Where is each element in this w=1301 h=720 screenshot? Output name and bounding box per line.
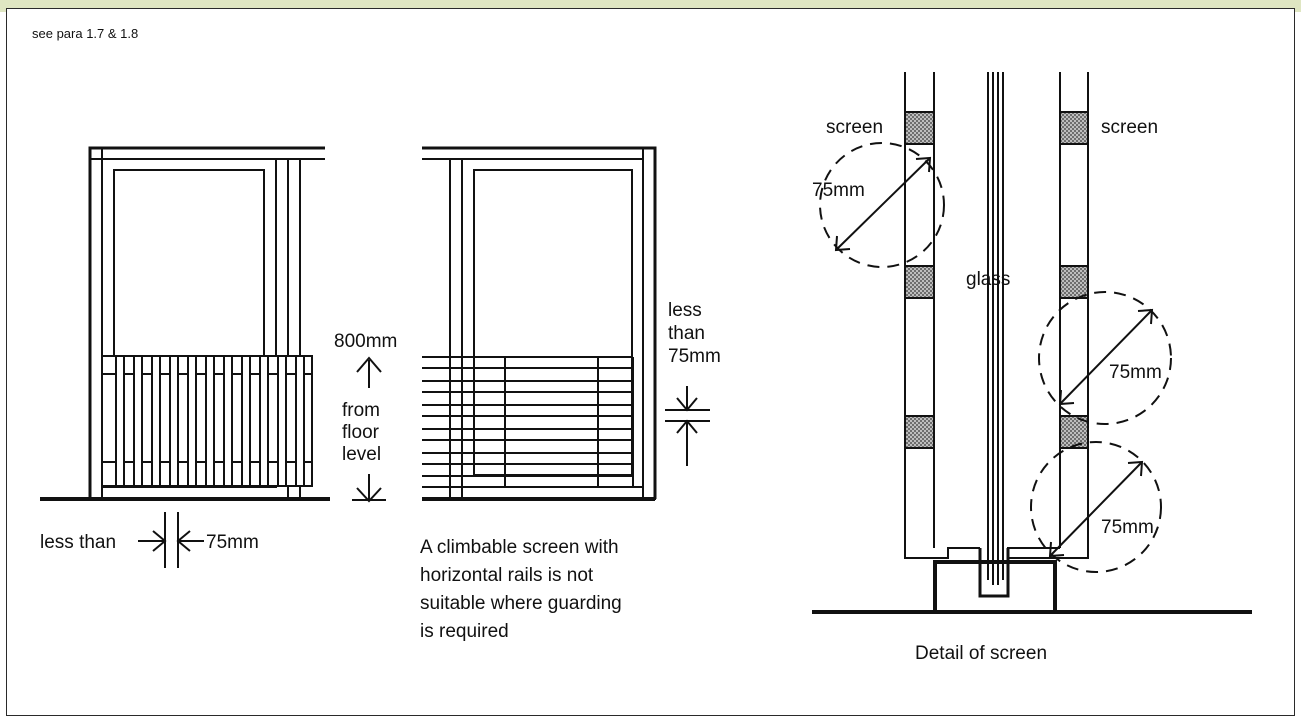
rail-gap-note-line-3: 75mm [668, 346, 721, 367]
test-sphere-1 [819, 142, 945, 268]
height-value-label: 800mm [334, 331, 397, 352]
rail-gap-note-line-2: than [668, 323, 705, 344]
vertical-bar-screen-figure [40, 146, 386, 568]
base-channel [933, 560, 1057, 612]
height-dimension [352, 356, 386, 503]
left-post [904, 72, 980, 559]
height-note-line-1: from [342, 400, 380, 421]
horizontal-rails [422, 356, 634, 488]
sphere-3-label: 75mm [1101, 517, 1154, 538]
vertical-bars [101, 355, 313, 487]
detail-caption: Detail of screen [915, 643, 1047, 664]
screen-block-right-1 [1059, 111, 1089, 145]
horizontal-rail-screen-figure [422, 146, 710, 501]
test-sphere-3 [1030, 441, 1162, 573]
screen-block-left-2 [904, 265, 935, 299]
height-note-line-2: floor [342, 422, 380, 443]
screen-block-right-2 [1059, 265, 1089, 299]
screen-block-left-3 [904, 415, 935, 449]
middle-caption-line-4: is required [420, 621, 509, 642]
outer-frame-middle [422, 146, 657, 499]
glass-label: glass [966, 269, 1010, 290]
bar-gap-dimension [138, 512, 204, 568]
middle-caption-line-1: A climbable screen with [420, 537, 619, 558]
height-note-line-3: level [342, 444, 381, 465]
gap-label-prefix: less than [40, 532, 116, 553]
screen-detail-figure [812, 72, 1252, 614]
screen-label-left: screen [826, 117, 883, 138]
sphere-diameter-arrows [834, 156, 1154, 558]
middle-caption-line-3: suitable where guarding [420, 593, 622, 614]
sphere-2-label: 75mm [1109, 362, 1162, 383]
glass-pane [978, 72, 1010, 598]
rail-gap-dimension [665, 386, 710, 466]
sphere-1-label: 75mm [812, 180, 865, 201]
screen-label-right: screen [1101, 117, 1158, 138]
door-leaf-middle [461, 158, 644, 488]
screen-block-left-1 [904, 111, 935, 145]
middle-caption-line-2: horizontal rails is not [420, 565, 594, 586]
gap-label-value: 75mm [206, 532, 259, 553]
rail-gap-note-line-1: less [668, 300, 702, 321]
reference-note: see para 1.7 & 1.8 [32, 26, 139, 41]
test-sphere-2 [1038, 291, 1172, 425]
